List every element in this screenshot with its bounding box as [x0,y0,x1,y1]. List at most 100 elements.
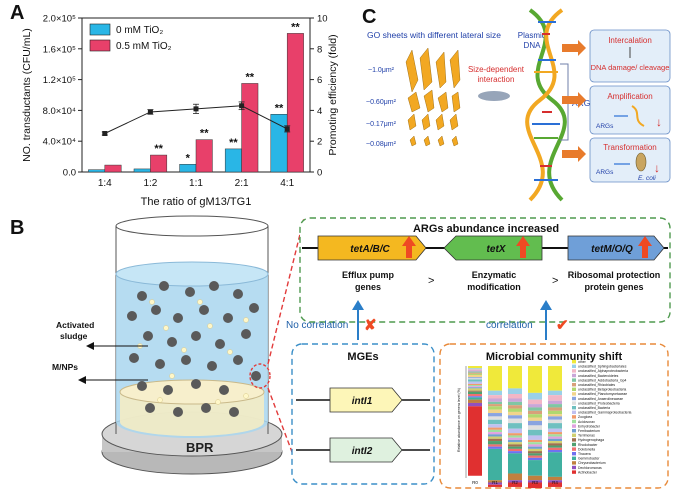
zoom-line-bottom [267,387,305,485]
cross-mark-icon: ✘ [364,317,377,334]
mini-bar-segment [488,482,502,485]
mini-bar-segment [508,408,522,412]
gene-tetX [443,235,543,261]
bpr-reactor [101,215,283,475]
gt-1: > [428,275,434,287]
box-transformation [589,137,671,183]
mini-legend-swatch [572,470,576,474]
bar-0-0 [88,169,106,173]
mini-legend-label: unclassified_Rhizobiales [578,383,615,387]
mini-bar-segment [488,434,502,437]
y-tick-label: 8.0×10⁴ [43,106,76,117]
mini-y-label: Relative abundance on genera level (%) [457,388,461,452]
significance-mark: ** [246,71,255,83]
mini-bar-segment [488,441,502,445]
significance-mark: * [186,152,191,164]
intercalation-title: Intercalation [608,36,652,45]
mini-legend-swatch [572,433,576,437]
mini-bar-segment [528,475,542,481]
mini-bar-segment [508,411,522,416]
mini-bar-segment [528,399,542,405]
amp-down-arrow: ↓ [656,115,662,129]
panel-a-chart: ************* 0.04.0×10⁴8.0×10⁴1.2×10⁵1.… [21,14,339,209]
mini-bar-segment [528,435,542,440]
mini-bar-segment [548,423,562,429]
mini-legend-swatch [572,401,576,405]
gene-tetMOQ [567,235,665,261]
mini-legend-swatch [572,364,576,368]
mini-bar-segment [548,366,562,391]
mini-bar-segment [488,438,502,442]
mini-bar-segment [508,428,522,434]
mini-bar-segment [468,373,482,375]
mini-bar-segment [548,428,562,433]
mini-bar-segment [488,432,502,435]
mini-bar-segment [508,453,522,474]
mini-bar-segment [508,439,522,443]
go-plasmid-blob [478,91,510,101]
sludge-pointer-head [86,342,94,350]
mini-legend-label: other [578,360,587,364]
mini-bar-segment [548,390,562,396]
panel-label-a: A [10,2,25,24]
legend: 0 mM TiO₂ 0.5 mM TiO₂ [89,23,172,52]
mini-legend-swatch [572,392,576,396]
mini-legend-label: Actinobacter [578,470,598,474]
efficiency-point [193,106,199,112]
mini-legend-label: Terrimonas [578,434,595,438]
mini-bar-segment [548,447,562,450]
go-sheets-row-3 [407,113,459,131]
tr-down-arrow: ↓ [654,161,660,175]
panel-b-diagram: BPR Activated sludge M/NPs ARGs abundanc… [52,215,671,489]
mini-bar-segment [548,404,562,408]
mini-bar-segment [508,444,522,447]
mini-bar-segment [528,453,542,456]
mini-bar-segment [528,410,542,415]
mini-bar-segment [508,433,522,436]
box-amplification [589,85,671,135]
go-sheets-row-4 [409,135,459,147]
mnps-pointer-head [78,376,86,384]
mini-bar-segment [548,480,562,483]
mini-bar-segment [488,416,502,420]
mini-legend-swatch [572,452,576,456]
mini-bar-segment [548,441,562,444]
args-box-title: ARGs abundance increased [413,223,559,235]
y-tick-label: 1.2×10⁵ [43,75,76,86]
mini-bar-segment [488,427,502,430]
mini-bar-segment [488,366,502,391]
bar-0-4 [270,114,288,173]
mini-bar-segment [468,390,482,392]
mech-enzymatic-line1: Enzymatic [472,270,517,280]
mini-legend-swatch [572,396,576,401]
ecoli-label: E. coli [638,175,656,182]
bar-0-2 [179,164,197,173]
mini-legend-swatch [572,373,576,378]
mini-bar-segment [488,448,502,481]
mini-bar-segment [508,437,522,440]
mini-bar-segment [508,394,522,399]
mini-bar-segment [528,407,542,411]
gene-tetX-label: tetX [487,244,507,255]
community-legend: otherunclassified_Sphingobacterialesuncl… [572,360,631,474]
y2-tick-label: 6 [317,75,322,86]
arrow-transformation [562,146,586,162]
panel-c-diagram: GO sheets with different lateral size ~1… [366,8,671,202]
mini-bar-segment [468,394,482,397]
y2-tick-label: 2 [317,137,322,148]
y-axis-label: NO. transductants (CFU/mL) [21,28,33,162]
mini-legend-swatch [572,387,576,391]
mini-bar-segment [508,482,522,487]
bar-1-3 [241,83,259,173]
mini-bar-segment [488,395,502,399]
mini-bar-segment [468,383,482,386]
interaction-label-line2: interaction [478,75,515,84]
amplification-title: Amplification [607,92,652,101]
mini-bar-segment [468,379,482,382]
mini-bar-segment [508,415,522,419]
activated-sludge-label-line1: Activated [56,320,94,330]
mini-bar-segment [528,457,542,461]
mini-legend-label: Dechloromonas [578,466,602,470]
mini-legend-label: unclassified_Bacteria [578,406,610,410]
